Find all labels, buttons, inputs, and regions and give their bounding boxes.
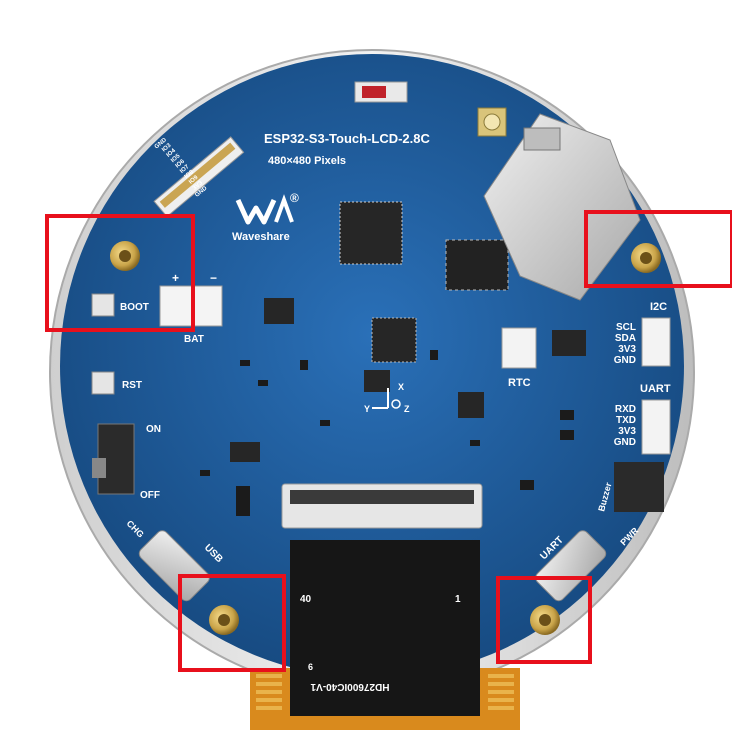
board-resolution: 480×480 Pixels [268,155,346,167]
label-on: ON [146,424,161,435]
gpio-pin-label-4: IO6 [175,158,187,169]
small-chip-2 [364,370,390,392]
label-bat-plus: + [172,271,179,285]
sd-card-slot [483,113,641,301]
registered-mark: ® [290,191,299,205]
waveshare-logo-icon [235,194,294,225]
uart-pin-label-0: RXD [615,404,636,415]
label-axis-z: Z [404,404,410,414]
highlight-box-top-left [45,214,195,332]
uart-pin-label-2: 3V3 [618,426,636,437]
label-off: OFF [140,490,160,501]
flash-chip [445,239,509,291]
label-axis-x: X [398,382,404,392]
highlight-box-top-right [584,210,732,288]
small-chip-3 [458,392,484,418]
boot-button [91,293,115,317]
label-uart-top: UART [640,383,671,395]
label-axis-y: Y [364,404,370,414]
gpio-pin-label-5: IO7 [179,164,191,175]
gpio-pin-label-8: 3V3 [192,180,205,192]
fpc-side-mark: 6 [308,662,313,672]
rst-button [91,371,115,395]
i2c-connector [641,317,671,367]
buzzer [614,462,664,512]
i2c-pin-label-1: SDA [615,333,636,344]
label-bat: BAT [184,334,204,345]
label-bat-minus: − [210,271,217,285]
small-chip [264,298,294,324]
small-chip-5 [230,442,260,462]
gpio-pin-label-7: IO9 [188,174,200,185]
fpc-part-number: HD27600IC40-V1 [310,681,389,692]
gpio-pin-label-1: IO3 [161,142,173,153]
esp32-chip [339,201,403,265]
gpio-pin-label-3: IO5 [170,153,182,164]
gpio-header [153,136,245,218]
board-model: ESP32-S3-Touch-LCD-2.8C [264,131,431,146]
imu-chip [371,317,417,363]
fpc-cable: 1 40 HD27600IC40-V1 6 [250,540,520,730]
label-boot: BOOT [120,302,149,313]
i2c-pin-label-0: SCL [616,322,636,333]
antenna-connector [477,107,507,137]
i2c-pin-label-2: 3V3 [618,344,636,355]
fpc-pin-left: 40 [300,594,312,605]
small-chip-4 [552,330,586,356]
highlight-box-bottom-left [178,574,286,672]
usb-connector [138,530,210,602]
axis-indicator [372,388,401,409]
power-switch [92,423,135,495]
uart-pin-label-3: GND [614,437,636,448]
brand-name: Waveshare [232,231,290,243]
label-rtc: RTC [508,377,531,389]
i2c-pin-label-3: GND [614,355,636,366]
uart-connector-right [641,399,671,455]
gpio-pin-label-6: IO8 [184,169,196,180]
uart-pin-label-1: TXD [616,415,636,426]
highlight-box-bottom-right [496,576,592,664]
label-rst: RST [122,380,142,391]
rtc-connector [501,327,537,369]
gpio-pin-label-2: IO4 [166,148,178,159]
label-i2c: I2C [650,301,667,313]
smd-components [200,350,574,516]
fpc-pin-right: 1 [455,594,461,605]
